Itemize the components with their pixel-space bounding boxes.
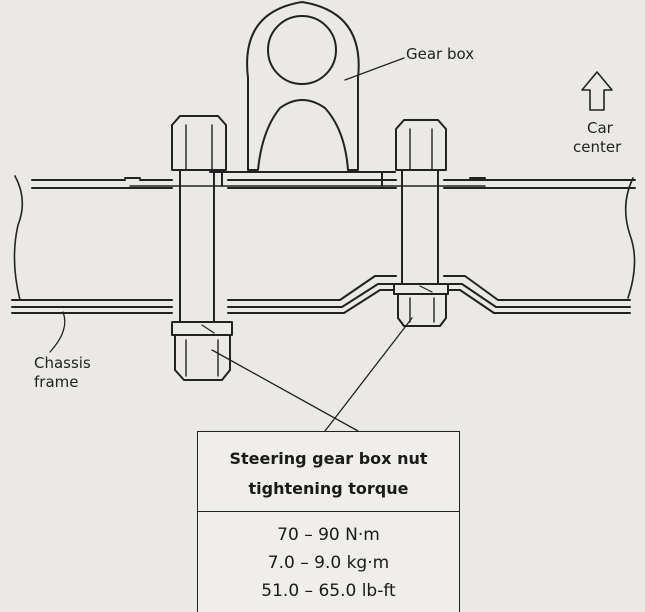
car-center-line1: Car xyxy=(587,119,613,137)
leader-lines xyxy=(49,57,413,432)
car-center-arrow-icon xyxy=(581,71,613,111)
chassis-line2: frame xyxy=(34,372,79,391)
chassis-frame xyxy=(11,175,636,314)
gear-box xyxy=(209,1,396,187)
torque-spec-table: Steering gear box nut tightening torque … xyxy=(197,431,460,612)
car-center-label: Car center xyxy=(573,119,621,157)
torque-value-kgm: 7.0 – 9.0 kg·m xyxy=(267,553,390,573)
torque-values: 70 – 90 N·m 7.0 – 9.0 kg·m 51.0 – 65.0 l… xyxy=(198,512,459,605)
left-bolt xyxy=(171,115,233,381)
torque-value-nm: 70 – 90 N·m xyxy=(277,525,380,545)
torque-title-line2: tightening torque xyxy=(248,479,409,498)
torque-title-line1: Steering gear box nut xyxy=(229,449,428,468)
right-bolt xyxy=(393,119,449,327)
chassis-frame-label: Chassis frame xyxy=(34,354,91,392)
torque-value-lbft: 51.0 – 65.0 lb-ft xyxy=(261,581,396,601)
torque-table-header: Steering gear box nut tightening torque xyxy=(198,432,459,512)
car-center-line2: center xyxy=(573,137,622,156)
chassis-line1: Chassis xyxy=(34,354,91,372)
gear-box-label: Gear box xyxy=(406,45,475,63)
